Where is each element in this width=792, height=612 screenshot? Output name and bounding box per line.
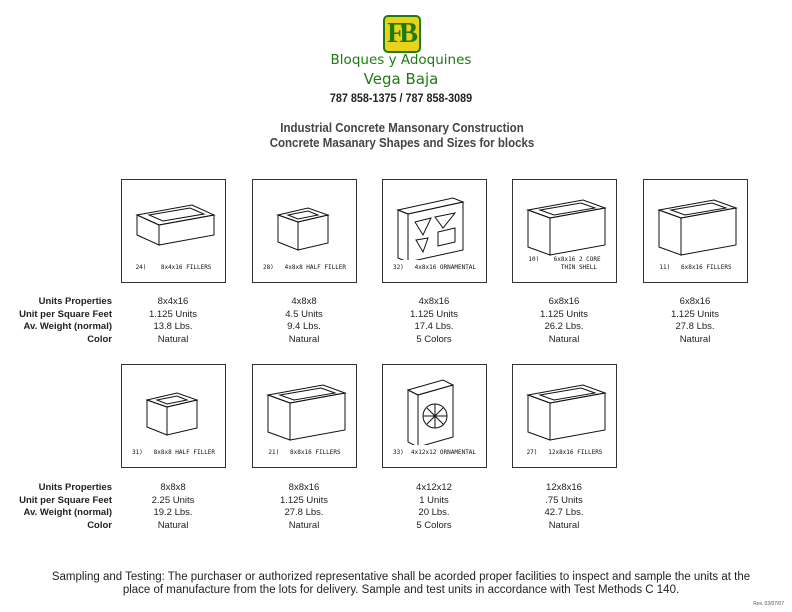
block-caption: 33) 4x12x12 ORNAMENTAL [392, 449, 477, 456]
block-weight: 17.4 Lbs. [414, 321, 454, 332]
spec-row-label: Unit per Square Feet [19, 494, 112, 506]
sampling-note-line2: place of manufacture from the lots for d… [122, 584, 680, 596]
block-units: 1.125 Units [279, 494, 329, 506]
block-weight: 26.2 Lbs. [544, 321, 584, 332]
block-units: 2.25 Units [151, 494, 195, 506]
company-logo: FB [383, 15, 421, 53]
sampling-note: Sampling and Testing: The purchaser or a… [40, 571, 762, 597]
block-caption: 31) 8x8x8 HALF FILLER [131, 449, 216, 456]
block-color: Natural [157, 333, 189, 345]
phone-numbers: 787 858-1375 / 787 858-3089 [329, 91, 473, 105]
page-title: Industrial Concrete Mansonary Constructi… [280, 121, 524, 135]
block-caption: 11) 6x8x16 FILLERS [659, 264, 732, 271]
spec-row-label: Av. Weight (normal) [23, 507, 113, 518]
block-card: 27) 12x8x16 FILLERS [512, 364, 617, 468]
block-units: 4.5 Units [285, 308, 323, 320]
block-weight: 27.8 Lbs. [675, 321, 715, 332]
block-drawing-icon [145, 392, 199, 436]
block-card: 31) 8x8x8 HALF FILLER [121, 364, 226, 468]
block-drawing-icon [657, 199, 738, 256]
block-drawing-icon [526, 384, 607, 441]
block-color: Natural [157, 519, 189, 531]
block-color: 5 Colors [416, 333, 452, 345]
block-size: 8x8x8 [160, 482, 186, 493]
spec-row-label: Color [87, 519, 112, 531]
block-card: 21) 8x8x16 FILLERS [252, 364, 357, 468]
block-caption: 32) 4x8x16 ORNAMENTAL [392, 264, 477, 271]
block-color: 5 Colors [416, 519, 452, 531]
block-weight: 20 Lbs. [418, 507, 450, 518]
block-card: 33) 4x12x12 ORNAMENTAL [382, 364, 487, 468]
block-caption: 24) 8x4x16 FILLERS [135, 264, 212, 271]
block-color: Natural [548, 519, 580, 531]
block-size: 12x8x16 [546, 482, 582, 493]
block-color: Natural [288, 333, 320, 345]
block-card: 28) 4x8x8 HALF FILLER [252, 179, 357, 283]
block-size: 4x8x8 [291, 296, 317, 307]
block-caption: 27) 12x8x16 FILLERS [526, 449, 603, 456]
spec-row-label: Unit per Square Feet [19, 308, 112, 320]
block-drawing-icon [526, 199, 607, 256]
block-drawing-icon [276, 207, 330, 251]
block-color: Natural [679, 333, 711, 345]
block-color: Natural [548, 333, 580, 345]
company-name: Bloques y Adoquines [330, 52, 472, 68]
block-drawing-icon [396, 197, 465, 260]
sampling-note-line1: Sampling and Testing: The purchaser or a… [51, 571, 751, 583]
block-caption: 21) 8x8x16 FILLERS [268, 449, 341, 456]
block-weight: 42.7 Lbs. [544, 507, 584, 518]
block-drawing-icon [135, 204, 216, 246]
block-weight: 19.2 Lbs. [153, 507, 193, 518]
block-units: 1.125 Units [409, 308, 459, 320]
block-size: 4x12x12 [416, 482, 452, 493]
block-size: 8x4x16 [157, 296, 189, 307]
block-size: 4x8x16 [418, 296, 450, 307]
company-location: Vega Baja [363, 70, 439, 88]
block-weight: 9.4 Lbs. [287, 321, 321, 332]
block-units: .75 Units [545, 494, 583, 506]
block-units: 1.125 Units [539, 308, 589, 320]
block-units: 1.125 Units [670, 308, 720, 320]
block-size: 6x8x16 [548, 296, 580, 307]
block-units: 1 Units [419, 494, 449, 506]
block-drawing-icon [406, 379, 455, 445]
revision-date: Rev. 03/07/07 [753, 601, 784, 607]
block-card: 32) 4x8x16 ORNAMENTAL [382, 179, 487, 283]
block-drawing-icon [266, 384, 347, 441]
block-color: Natural [288, 519, 320, 531]
page-subtitle: Concrete Masanary Shapes and Sizes for b… [269, 136, 535, 150]
block-caption: 28) 4x8x8 HALF FILLER [262, 264, 347, 271]
block-units: 1.125 Units [148, 308, 198, 320]
block-card: 10) 6x8x16 2 CORE THIN SHELL [512, 179, 617, 283]
block-weight: 27.8 Lbs. [284, 507, 324, 518]
block-size: 6x8x16 [679, 296, 711, 307]
block-card: 11) 6x8x16 FILLERS [643, 179, 748, 283]
spec-row-label: Av. Weight (normal) [23, 321, 113, 332]
block-caption: 10) 6x8x16 2 CORE THIN SHELL [528, 256, 601, 271]
logo-letters: FB [387, 18, 418, 49]
spec-row-label: Units Properties [38, 296, 112, 307]
spec-row-label: Color [87, 333, 112, 345]
block-card: 24) 8x4x16 FILLERS [121, 179, 226, 283]
block-weight: 13.8 Lbs. [153, 321, 193, 332]
block-size: 8x8x16 [288, 482, 320, 493]
spec-row-label: Units Properties [38, 482, 112, 493]
